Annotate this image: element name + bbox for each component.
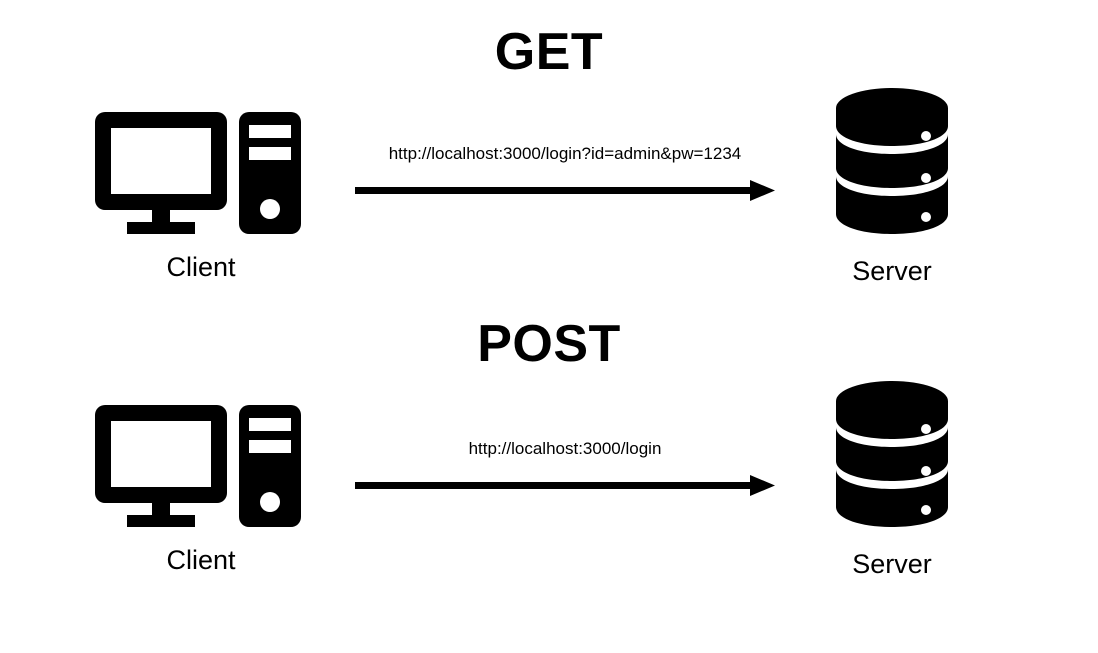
desktop-computer-icon bbox=[95, 405, 301, 527]
database-server-icon bbox=[836, 381, 948, 527]
request-url-get: http://localhost:3000/login?id=admin&pw=… bbox=[388, 144, 742, 163]
section-title-get: GET bbox=[494, 23, 604, 81]
arrow-right-icon bbox=[355, 475, 775, 496]
section-title-post: POST bbox=[477, 315, 621, 373]
node-server-get: Server bbox=[777, 86, 1007, 285]
request-flow-post: http://localhost:3000/login bbox=[355, 440, 775, 497]
request-flow-get: http://localhost:3000/login?id=admin&pw=… bbox=[355, 145, 775, 202]
arrow-right-icon bbox=[355, 180, 775, 201]
request-url-post: http://localhost:3000/login bbox=[468, 439, 662, 458]
node-server-post: Server bbox=[777, 379, 1007, 578]
database-server-icon bbox=[836, 88, 948, 234]
node-client-get: Client bbox=[86, 110, 316, 281]
server-label: Server bbox=[852, 256, 932, 286]
desktop-computer-icon bbox=[95, 112, 301, 234]
client-label: Client bbox=[166, 545, 236, 575]
server-label: Server bbox=[852, 549, 932, 579]
client-label: Client bbox=[166, 252, 236, 282]
node-client-post: Client bbox=[86, 403, 316, 574]
